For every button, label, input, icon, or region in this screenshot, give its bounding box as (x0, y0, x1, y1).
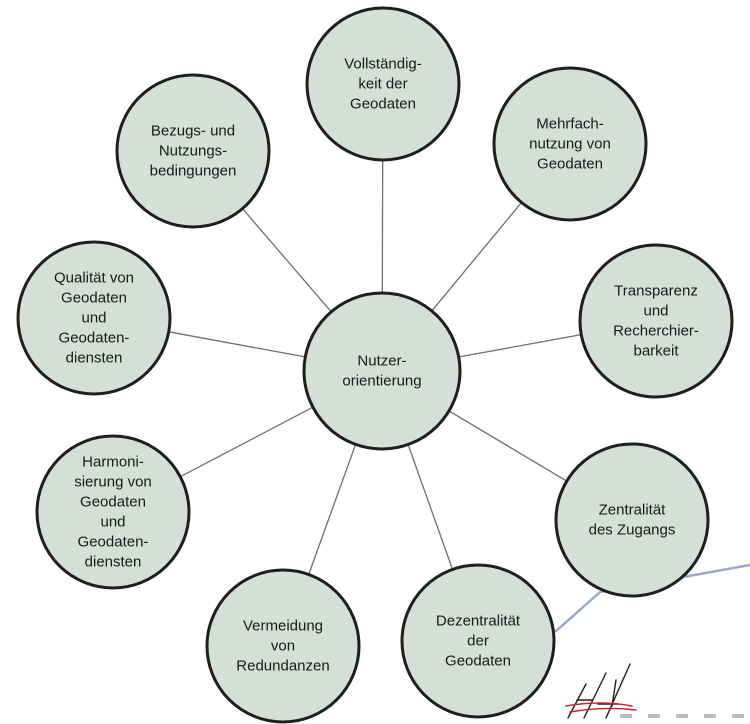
node-mehrfachnutzung-label-line: Geodaten (537, 156, 603, 173)
node-qualitaet-label-line: und (81, 310, 106, 327)
node-dezentralitaet-label-line: der (467, 633, 489, 650)
connector-vermeidung (308, 444, 357, 575)
connector-mehrfachnutzung (431, 202, 523, 312)
node-qualitaet-label-line: diensten (66, 350, 123, 367)
node-transparenz-circle (578, 243, 734, 399)
node-harmonisierung-label-line: Harmoni- (82, 454, 144, 471)
connector-bezugs (242, 208, 332, 313)
connector-dezentralitaet (407, 444, 454, 570)
node-vermeidung-label-line: Redundanzen (236, 658, 329, 675)
node-vollstaendigkeit-circle (305, 6, 461, 162)
center-node-label-line: Nutzer- (357, 353, 406, 370)
node-harmonisierung-label-line: diensten (85, 554, 142, 571)
node-mehrfachnutzung-label-line: nutzung von (529, 136, 611, 153)
connector-zentralitaet (448, 410, 568, 482)
connector-harmonisierung (179, 406, 314, 478)
logo-mark (565, 663, 637, 719)
node-qualitaet-label-line: Geodaten (61, 290, 127, 307)
node-transparenz-label-line: barkeit (633, 343, 679, 360)
node-transparenz-label-line: und (643, 303, 668, 320)
node-bezugs-circle (115, 73, 271, 229)
node-harmonisierung-label-line: Geodaten (80, 494, 146, 511)
node-vollstaendigkeit-label-line: Vollständig- (344, 56, 422, 73)
center-node: Nutzer-orientierung (302, 291, 462, 451)
connector-qualitaet (168, 331, 306, 358)
node-qualitaet-label-line: Geodaten- (59, 330, 130, 347)
node-zentralitaet-label-line: Zentralität (599, 502, 667, 519)
node-zentralitaet: Zentralität des Zugangs (554, 442, 710, 598)
node-zentralitaet-label-line: des Zugangs (589, 522, 676, 539)
center-node-circle (302, 291, 462, 451)
node-vermeidung-label-line: von (271, 638, 295, 655)
center-node-label-line: orientierung (342, 373, 421, 390)
node-dezentralitaet-label-line: Dezentralität (436, 613, 521, 630)
node-vollstaendigkeit-label-line: Geodaten (350, 96, 416, 113)
node-vermeidung-circle (205, 568, 361, 724)
footer-dashes (620, 714, 744, 718)
connector-transparenz (458, 333, 582, 358)
node-dezentralitaet-circle (400, 563, 556, 719)
node-transparenz-label-line: Recherchier- (613, 323, 699, 340)
nodes: Vollständig-keit derGeodatenMehrfach-nut… (16, 6, 734, 724)
node-qualitaet-circle (16, 240, 172, 396)
node-vollstaendigkeit-label-line: keit der (358, 76, 407, 93)
node-vermeidung-label-line: Vermeidung (243, 618, 323, 635)
node-bezugs-label-line: Nutzungs- (159, 143, 227, 160)
node-harmonisierung-label-line: und (100, 514, 125, 531)
node-mehrfachnutzung-circle (492, 66, 648, 222)
node-transparenz-label-line: Transparenz (614, 283, 698, 300)
connectors (168, 159, 582, 575)
node-harmonisierung-label-line: sierung von (74, 474, 152, 491)
node-bezugs-label-line: bedingungen (150, 163, 237, 180)
node-dezentralitaet-label-line: Geodaten (445, 653, 511, 670)
node-mehrfachnutzung-label-line: Mehrfach- (536, 116, 604, 133)
node-zentralitaet-circle (554, 442, 710, 598)
accent-line (554, 563, 750, 633)
node-bezugs-label-line: Bezugs- und (151, 123, 235, 140)
node-harmonisierung-label-line: Geodaten- (78, 534, 149, 551)
node-harmonisierung-circle (35, 434, 191, 590)
node-qualitaet-label-line: Qualität von (54, 270, 134, 287)
